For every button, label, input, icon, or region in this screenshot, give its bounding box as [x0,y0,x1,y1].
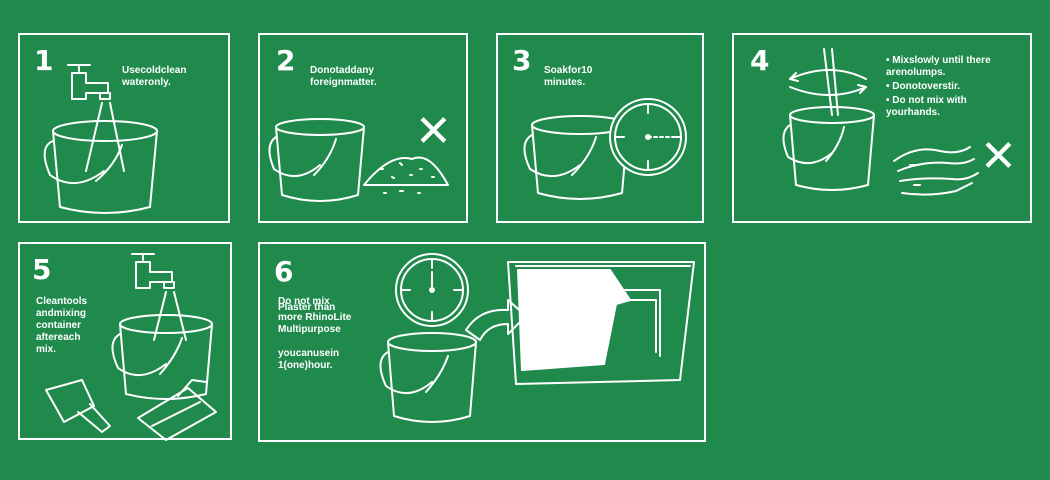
step-3-number: 3 [512,44,532,77]
bucket-icon [524,116,628,199]
step-1-text: Usecoldclean wateronly. [122,65,187,88]
bucket-icon [269,119,364,201]
step-3-panel: 3 Soakfor10 minutes. [496,33,704,223]
cross-icon: ✕ [980,131,1017,182]
step-2-illustration [260,35,470,225]
bucket-icon [380,333,476,422]
tap-icon [132,254,174,288]
step-6-number: 6 [274,255,294,288]
step-6-illustration [260,244,708,444]
step-1-panel: 1 Usecoldclean wateronly. [18,33,230,223]
step-4-bullet-1-text: Mixslowly until there arenolumps. [886,55,991,78]
step-5-number: 5 [32,253,52,286]
debris-pile-icon [364,157,448,193]
step-1-illustration [20,35,232,225]
step-6-text: more RhinoLite Multipurpose youcanusein … [278,312,352,371]
step-4-bullet-1: • Mixslowly until there arenolumps. [886,55,991,78]
step-4-illustration [734,35,1034,225]
bucket-icon [45,121,157,213]
step-3-text: Soakfor10 minutes. [544,65,593,88]
step-6-panel: 6 Do not mix Plaster than more RhinoLite… [258,242,706,442]
clock-icon [396,254,468,326]
rotate-arrows-icon [790,70,866,95]
step-1-number: 1 [34,44,54,77]
bucket-icon [783,107,874,190]
trowel-icon [138,380,216,440]
bucket-icon [112,315,212,399]
step-4-bullet-2-text: Donotoverstir. [892,81,961,92]
clock-icon [610,99,686,175]
step-4-bullet-2: • Donotoverstir. [886,81,961,92]
step-2-text: Donotaddany foreignmatter. [310,65,377,88]
scoop-icon [46,380,110,432]
step-5-illustration [20,244,234,442]
step-6-text-overlap-bottom: Plaster than [278,302,336,313]
tap-icon [68,65,110,99]
step-4-number: 4 [750,44,770,77]
step-5-panel: 5 Cleantools andmixing container afterea… [18,242,232,440]
step-3-illustration [498,35,706,225]
step-2-number: 2 [276,44,296,77]
step-2-panel: 2 Donotaddany foreignmatter. ✕ [258,33,468,223]
wall-icon [508,262,694,384]
step-4-bullet-3: • Do not mix with yourhands. [886,95,967,118]
step-4-panel: 4 • Mixslowly until there arenolumps. • … [732,33,1032,223]
step-6-text-overlap-top: Do not mix [278,296,330,307]
cross-icon: ✕ [415,106,452,157]
arrow-icon [466,300,526,340]
hands-icon [894,147,978,195]
step-5-text: Cleantools andmixing container aftereach… [36,296,88,355]
stirring-stick-icon [824,49,838,115]
step-4-bullet-3-text: Do not mix with yourhands. [886,95,967,118]
